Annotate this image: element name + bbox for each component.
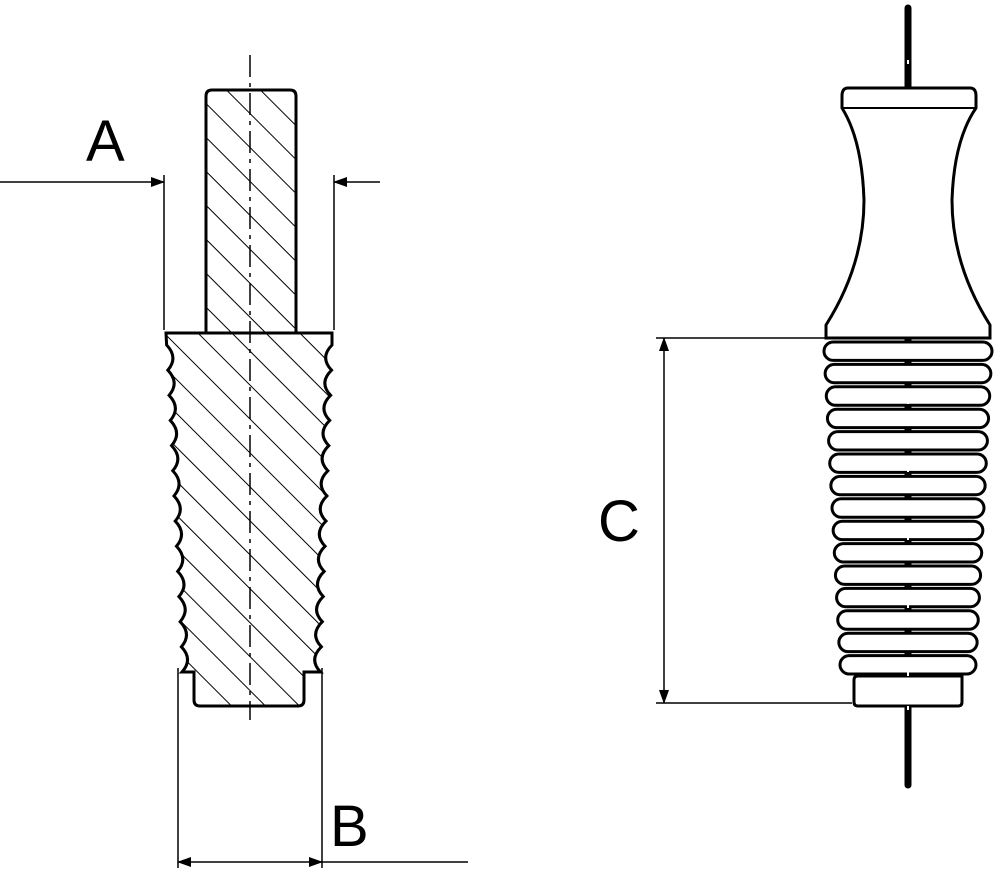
thread-ring	[838, 654, 978, 676]
thread-ring	[822, 340, 994, 362]
thread-ring	[829, 474, 987, 497]
thread-ring	[833, 564, 983, 586]
thread-ring	[827, 430, 989, 452]
thread-ring	[824, 385, 992, 407]
dimension-c: C	[598, 337, 852, 704]
thread-ring	[830, 497, 986, 519]
threaded-implant-body	[164, 331, 334, 708]
thread-ring	[836, 609, 980, 631]
base-collar	[852, 674, 964, 708]
abutment-post	[204, 88, 298, 335]
thread-ring	[823, 362, 993, 385]
dim-c-label: C	[598, 489, 640, 554]
thread-ring	[825, 407, 991, 430]
exterior-view	[822, 4, 994, 789]
dimension-a: A	[0, 109, 380, 330]
dimension-b: B	[177, 668, 468, 868]
thread-ring	[837, 631, 979, 654]
dim-a-label: A	[86, 109, 125, 174]
dim-b-label: B	[330, 794, 369, 859]
section-view	[164, 55, 334, 720]
thread-ring	[832, 542, 984, 564]
thread-ring	[828, 452, 988, 474]
thread-rings	[822, 340, 994, 676]
